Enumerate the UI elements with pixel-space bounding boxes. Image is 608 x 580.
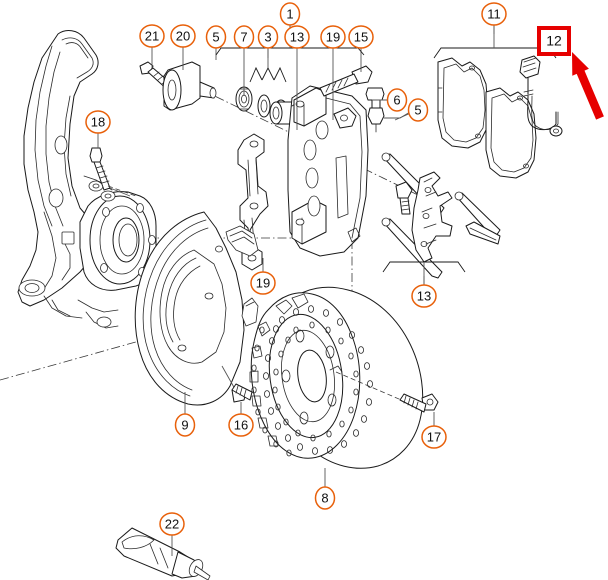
callout-label-21: 21 xyxy=(145,28,159,43)
highlight-annotation: 12 xyxy=(537,26,604,120)
callout-label-9: 9 xyxy=(181,417,188,432)
callout-brake-pad-set[interactable]: 11 xyxy=(481,2,507,26)
callout-hex-bolt-small[interactable]: 21 xyxy=(139,24,165,48)
callout-label-13: 13 xyxy=(290,29,304,44)
callout-label-8: 8 xyxy=(321,490,328,505)
callout-grease-tube[interactable]: 22 xyxy=(159,512,185,536)
brake-disc xyxy=(249,286,424,469)
callout-cap-bleeder[interactable]: 5 xyxy=(407,98,429,122)
callout-label-22: 22 xyxy=(165,516,179,531)
callout-circle-13 xyxy=(411,284,437,308)
callout-label-6: 6 xyxy=(393,92,400,107)
bearing-stack xyxy=(235,86,297,125)
callout-bearing-set[interactable]: 3 xyxy=(257,25,279,49)
callout-circle-6 xyxy=(386,88,408,112)
callout-circle-7 xyxy=(233,25,255,49)
callout-label-11: 11 xyxy=(487,6,501,21)
callout-circle-3 xyxy=(257,25,279,49)
callout-label-5: 5 xyxy=(414,102,421,117)
callout-brake-disc-vented-drilled[interactable]: 8 xyxy=(314,486,336,510)
wheel-hub xyxy=(79,175,157,291)
callout-circle-20 xyxy=(170,24,196,48)
callout-caliper-mounting-bracket[interactable]: 19 xyxy=(320,25,346,49)
callout-circle-16 xyxy=(228,413,254,437)
callout-label-19: 19 xyxy=(256,275,270,290)
callout-circle-1 xyxy=(279,2,301,26)
callout-label-19: 19 xyxy=(326,29,340,44)
splash-plate-bolt xyxy=(231,383,253,403)
wheel-bearing-housing-bolt xyxy=(89,147,137,197)
callout-shaft-seal[interactable]: 7 xyxy=(233,25,255,49)
callout-brake-splash-plate[interactable]: 9 xyxy=(174,413,196,437)
callout-caliper-guide-bolt[interactable]: 15 xyxy=(348,25,374,49)
callout-caliper-assembly-group[interactable]: 1 xyxy=(279,2,301,26)
callout-seal-ring[interactable]: 5 xyxy=(205,25,227,49)
callout-circle-15 xyxy=(348,25,374,49)
disc-retaining-screw xyxy=(399,393,439,413)
callout-circle-19 xyxy=(250,271,276,295)
callout-circle-5 xyxy=(407,98,429,122)
callout-fitting-parts-set[interactable]: 13 xyxy=(284,25,310,49)
steering-knuckle xyxy=(17,30,119,329)
callout-circle-22 xyxy=(159,512,185,536)
callout-label-5: 5 xyxy=(212,29,219,44)
callout-fitting-parts-set[interactable]: 13 xyxy=(411,284,437,308)
callout-circle-9 xyxy=(174,413,196,437)
grease-tube xyxy=(115,527,211,580)
caliper-guide-bolt xyxy=(319,65,373,97)
highlight-label-12: 12 xyxy=(546,33,562,49)
callout-circle-5 xyxy=(205,25,227,49)
callout-circle-17 xyxy=(421,425,447,449)
callout-circle-21 xyxy=(139,24,165,48)
callout-label-1: 1 xyxy=(286,6,293,21)
callout-caliper-carrier[interactable]: 19 xyxy=(250,271,276,295)
callout-circle-13 xyxy=(284,25,310,49)
callout-label-20: 20 xyxy=(176,28,190,43)
callout-label-13: 13 xyxy=(417,288,431,303)
brake-caliper xyxy=(287,85,369,257)
highlight-box-12 xyxy=(537,26,571,56)
callout-wheel-bearing-housing-bolt[interactable]: 18 xyxy=(85,110,111,134)
callout-circle-18 xyxy=(85,110,111,134)
highlight-arrow xyxy=(572,52,604,120)
bushing xyxy=(162,61,217,111)
callout-label-18: 18 xyxy=(91,114,105,129)
callout-bleeder-screw[interactable]: 6 xyxy=(386,88,408,112)
callout-bushing[interactable]: 20 xyxy=(170,24,196,48)
callout-label-16: 16 xyxy=(234,417,248,432)
brake-pads xyxy=(437,57,537,179)
brake-splash-plate xyxy=(134,211,259,406)
callout-label-7: 7 xyxy=(240,29,247,44)
callout-circle-11 xyxy=(481,2,507,26)
brake-pad-wear-sensor xyxy=(519,55,563,137)
callout-disc-retaining-screw[interactable]: 17 xyxy=(421,425,447,449)
callout-label-17: 17 xyxy=(427,429,441,444)
callout-circle-19 xyxy=(320,25,346,49)
callout-label-15: 15 xyxy=(354,29,368,44)
callout-circle-8 xyxy=(314,486,336,510)
callout-splash-plate-bolt[interactable]: 16 xyxy=(228,413,254,437)
group-bracket-1 xyxy=(215,47,365,56)
fitting-parts-set xyxy=(381,152,501,279)
callout-label-3: 3 xyxy=(264,29,271,44)
